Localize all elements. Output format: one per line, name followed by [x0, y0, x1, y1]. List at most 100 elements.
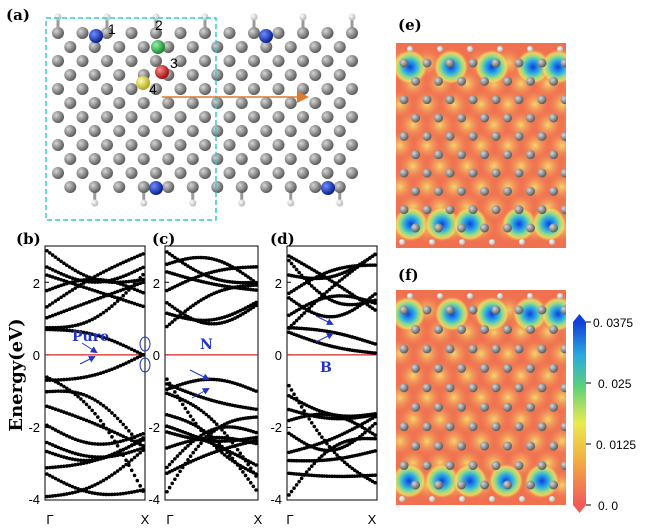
band-point	[104, 279, 109, 284]
band-point	[112, 451, 117, 456]
band-point	[70, 324, 75, 328]
map-atom	[537, 461, 547, 471]
band-point	[121, 274, 126, 279]
band-point	[84, 486, 89, 491]
band-point	[76, 283, 80, 288]
band-point	[48, 389, 52, 394]
map-atom	[491, 383, 501, 393]
map-hydrogen	[497, 46, 503, 52]
carbon-atom	[137, 153, 150, 165]
band-point	[347, 464, 352, 469]
band-point	[183, 446, 188, 451]
band-point	[67, 289, 72, 294]
band-point	[129, 432, 134, 436]
map-atom	[491, 461, 501, 471]
carbon-atom	[113, 153, 126, 165]
carbon-atom	[88, 125, 101, 137]
y-axis-label: Energy(eV)	[6, 318, 27, 431]
band-point	[309, 284, 314, 288]
band-point	[129, 300, 134, 305]
band-point	[48, 314, 52, 319]
band-point	[53, 407, 58, 411]
band-point	[238, 269, 243, 274]
band-point	[73, 286, 78, 290]
band-point	[112, 280, 117, 285]
band-point	[320, 454, 324, 458]
band-point	[230, 265, 235, 269]
carbon-atom	[260, 69, 273, 81]
band-point	[107, 337, 111, 342]
band-point	[320, 435, 324, 439]
map-atom	[434, 186, 443, 196]
band-point	[115, 444, 120, 448]
band-point	[317, 290, 322, 295]
band-point	[124, 344, 128, 349]
site-label-3: 3	[170, 55, 178, 71]
band-point	[93, 483, 97, 487]
band-point	[201, 432, 206, 436]
map-atom	[445, 58, 455, 68]
band-point	[81, 302, 86, 306]
band-point	[101, 492, 106, 497]
band-point	[230, 280, 235, 284]
band-point	[76, 489, 80, 494]
band-point	[238, 451, 243, 456]
band-point	[141, 353, 145, 357]
carbon-atom	[113, 69, 126, 81]
map-hydrogen	[527, 46, 533, 52]
band-point	[373, 292, 377, 296]
band-point	[53, 327, 58, 332]
map-atom	[445, 422, 455, 432]
band-point	[98, 271, 103, 276]
band-point	[230, 425, 235, 429]
carbon-atom	[88, 97, 101, 109]
band-point	[96, 399, 100, 404]
band-point	[73, 451, 78, 456]
map-atom	[480, 480, 489, 490]
band-point	[67, 449, 72, 454]
band-point	[115, 299, 120, 303]
map-atom	[514, 344, 524, 354]
band-point	[363, 301, 367, 305]
band-point	[246, 462, 250, 467]
band-point	[199, 441, 203, 446]
band-point	[129, 279, 134, 284]
band-point	[373, 351, 377, 355]
band-point	[79, 271, 83, 276]
carbon-atom	[162, 181, 175, 193]
band-point	[138, 447, 142, 451]
carbon-atom	[248, 55, 260, 67]
band-point	[45, 472, 49, 476]
band-point	[70, 484, 75, 489]
band-point	[243, 273, 248, 277]
band-point	[56, 493, 61, 498]
band-point	[101, 478, 106, 483]
band-point	[98, 480, 103, 484]
band-point	[62, 377, 66, 382]
band-point	[59, 389, 63, 393]
band-point	[340, 474, 344, 479]
band-point	[84, 460, 89, 465]
band-point	[53, 476, 58, 481]
band-point	[196, 406, 201, 411]
band-point	[235, 268, 240, 272]
band-point	[302, 459, 306, 463]
carbon-atom	[235, 69, 248, 81]
band-point	[183, 313, 188, 317]
band-point	[129, 490, 134, 494]
annotation-pure: Pure	[72, 329, 109, 345]
map-atom	[422, 58, 432, 68]
band-point	[53, 378, 58, 382]
band-point	[135, 448, 140, 452]
band-point	[132, 283, 137, 288]
band-point	[59, 454, 63, 459]
band-point	[112, 366, 117, 370]
map-atom	[491, 344, 501, 354]
ytick-d-m4: -4	[270, 492, 282, 507]
band-point	[173, 255, 177, 260]
band-point	[167, 252, 172, 256]
band-point	[84, 454, 89, 458]
band-point	[98, 418, 103, 423]
carbon-atom	[125, 111, 138, 123]
carbon-atom	[162, 41, 175, 53]
